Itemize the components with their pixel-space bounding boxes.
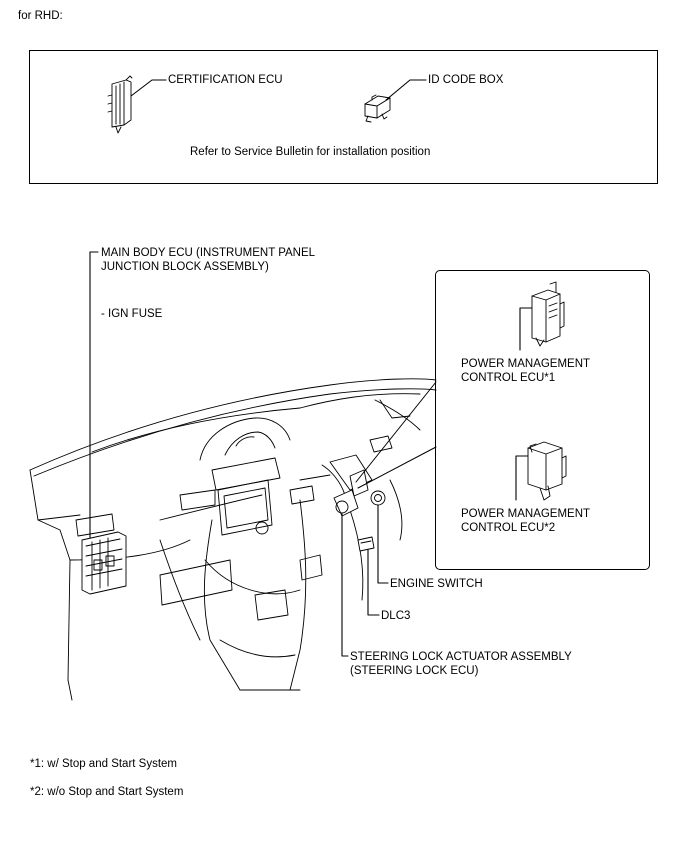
dlc3-part: [357, 536, 375, 552]
id-code-box-part: [364, 94, 391, 123]
pm-ecu2-label-line2: CONTROL ECU*2: [461, 522, 556, 534]
engine-switch-label: ENGINE SWITCH: [390, 578, 483, 590]
vehicle-variant-label: for RHD:: [18, 10, 63, 22]
certification-ecu-label: CERTIFICATION ECU: [168, 74, 283, 86]
main-body-ecu-label-line1: MAIN BODY ECU (INSTRUMENT PANEL: [101, 247, 316, 259]
steering-lock-part: [333, 489, 359, 517]
inset-box: [435, 270, 650, 570]
steering-lock-label-line2: (STEERING LOCK ECU): [350, 665, 479, 677]
engine-switch-part: [370, 490, 386, 506]
engine-switch-leader: [377, 504, 389, 584]
pm-ecu2-leader: [515, 455, 529, 501]
inset-callout-upper: [355, 381, 437, 483]
inset-callout-lower: [357, 446, 437, 489]
steering-lock-leader: [341, 513, 349, 657]
pm-ecu2-label-line1: POWER MANAGEMENT: [461, 508, 591, 520]
certification-ecu-part: [107, 75, 133, 134]
footnote-2: *2: w/o Stop and Start System: [30, 786, 184, 798]
pm-ecu1-part: [531, 281, 565, 347]
main-body-ecu-leader: [89, 251, 99, 539]
pm-ecu2-part: [527, 441, 567, 501]
main-body-ecu-label-line2: JUNCTION BLOCK ASSEMBLY): [101, 261, 269, 273]
pm-ecu1-leader: [519, 307, 533, 351]
pm-ecu-mount-part: [349, 469, 369, 497]
certification-ecu-leader: [130, 79, 167, 97]
steering-lock-label-line1: STEERING LOCK ACTUATOR ASSEMBLY: [350, 651, 572, 663]
reference-box: [29, 50, 658, 184]
pm-ecu1-label-line1: POWER MANAGEMENT: [461, 358, 591, 370]
id-code-box-leader: [385, 79, 427, 101]
dlc3-label: DLC3: [381, 610, 411, 622]
ign-fuse-label: - IGN FUSE: [101, 308, 163, 320]
main-body-ecu-part: [81, 531, 127, 595]
id-code-box-label: ID CODE BOX: [428, 74, 504, 86]
service-bulletin-note: Refer to Service Bulletin for installati…: [190, 146, 431, 158]
dlc3-leader: [367, 549, 380, 616]
footnote-1: *1: w/ Stop and Start System: [30, 758, 178, 770]
dashboard-outline: [29, 378, 437, 701]
pm-ecu1-label-line2: CONTROL ECU*1: [461, 372, 556, 384]
